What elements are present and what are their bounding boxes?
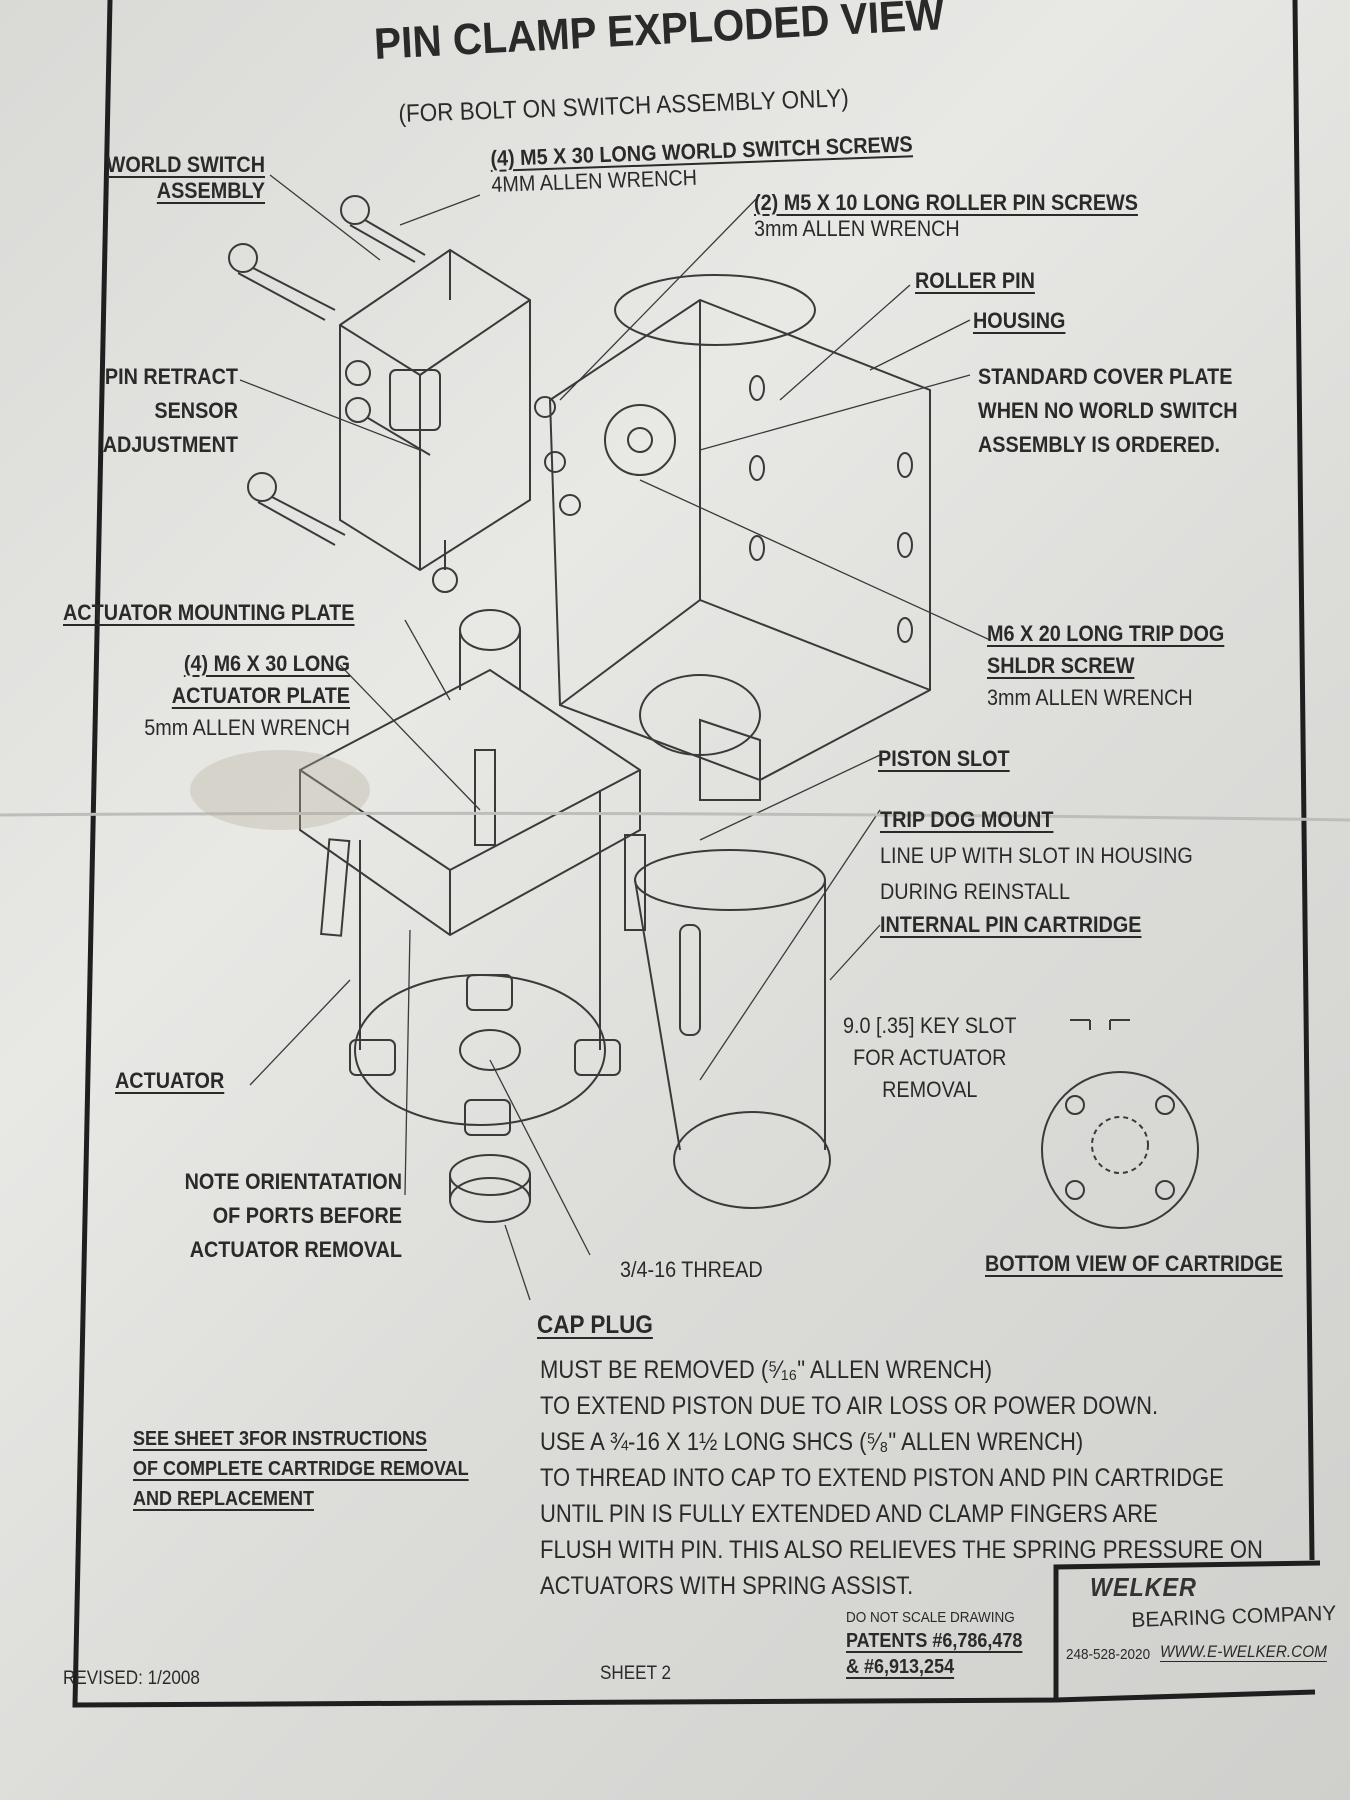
drawing-border bbox=[72, 0, 1321, 1708]
roller-pin bbox=[534, 396, 676, 516]
bottom-view-label: BOTTOM VIEW OF CARTRIDGE bbox=[985, 1251, 1283, 1276]
bottom-view-of-cartridge bbox=[1041, 1019, 1199, 1229]
actuator-label: ACTUATOR bbox=[115, 1068, 225, 1093]
do-not-scale-note: DO NOT SCALE DRAWING bbox=[846, 1609, 1015, 1626]
actuator-mounting-plate-label: ACTUATOR MOUNTING PLATE bbox=[63, 600, 355, 625]
patents: PATENTS #6,786,478& #6,913,254 bbox=[846, 1630, 1023, 1678]
actuator bbox=[349, 790, 621, 1223]
housing-label: HOUSING bbox=[973, 308, 1066, 333]
world-switch-assembly bbox=[339, 248, 531, 572]
paper-stain bbox=[190, 750, 370, 830]
cap-plug-instructions: MUST BE REMOVED (⁵⁄₁₆" ALLEN WRENCH)TO E… bbox=[540, 1356, 1263, 1600]
housing bbox=[548, 274, 931, 782]
paper-fold bbox=[0, 811, 1350, 822]
internal-pin-cartridge bbox=[634, 718, 831, 1209]
website-link[interactable]: WWW.E-WELKER.COM bbox=[1160, 1642, 1327, 1661]
switch-screws bbox=[228, 195, 458, 593]
leader-lines bbox=[239, 174, 991, 1301]
roller-pin-label: ROLLER PIN bbox=[915, 268, 1035, 293]
thread-label: 3/4-16 THREAD bbox=[620, 1257, 763, 1282]
internal-pin-cartridge-label: INTERNAL PIN CARTRIDGE bbox=[880, 912, 1142, 937]
actuator-mounting-plate bbox=[299, 609, 646, 937]
cap-plug-label: CAP PLUG bbox=[537, 1311, 653, 1339]
phone-number: 248-528-2020 bbox=[1066, 1646, 1151, 1663]
piston-slot-label: PISTON SLOT bbox=[878, 746, 1010, 771]
revised-date: REVISED: 1/2008 bbox=[63, 1668, 200, 1689]
welker-logo: WELKER bbox=[1090, 1572, 1197, 1602]
sheet-number: SHEET 2 bbox=[600, 1663, 671, 1684]
